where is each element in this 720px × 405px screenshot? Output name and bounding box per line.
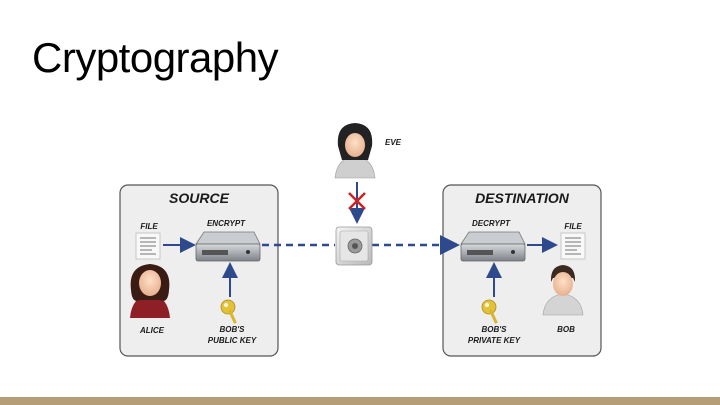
- encrypt-network-device-icon: [195, 231, 261, 262]
- public-key-icon: [220, 299, 237, 324]
- public-key-label-line2: PUBLIC KEY: [208, 336, 257, 345]
- private-key-label-line1: BOB'S: [481, 325, 507, 334]
- safe-icon: [335, 226, 373, 266]
- source-document-icon: [135, 232, 161, 260]
- private-key-label-line2: PRIVATE KEY: [468, 336, 521, 345]
- source-file-label: FILE: [140, 222, 158, 231]
- encrypt-label: ENCRYPT: [207, 219, 246, 228]
- destination-file-label: FILE: [564, 222, 582, 231]
- private-key-icon: [481, 299, 498, 324]
- bob-label: BOB: [557, 325, 575, 334]
- bob-user-male-icon: [542, 265, 584, 316]
- slide-title: Cryptography: [32, 34, 279, 81]
- destination-document-icon: [560, 232, 586, 260]
- eve-label: EVE: [385, 138, 402, 147]
- decrypt-label: DECRYPT: [472, 219, 511, 228]
- footer-bar: [0, 397, 720, 405]
- destination-panel: DESTINATION: [442, 184, 602, 357]
- alice-label: ALICE: [139, 326, 165, 335]
- alice-user-female-icon: [130, 264, 170, 318]
- blocked-x-icon: [348, 192, 366, 210]
- destination-heading: DESTINATION: [475, 190, 570, 206]
- public-key-label-line1: BOB'S: [219, 325, 245, 334]
- source-heading: SOURCE: [169, 190, 230, 206]
- decrypt-network-device-icon: [460, 231, 526, 262]
- eve-user-female-icon: [334, 123, 376, 179]
